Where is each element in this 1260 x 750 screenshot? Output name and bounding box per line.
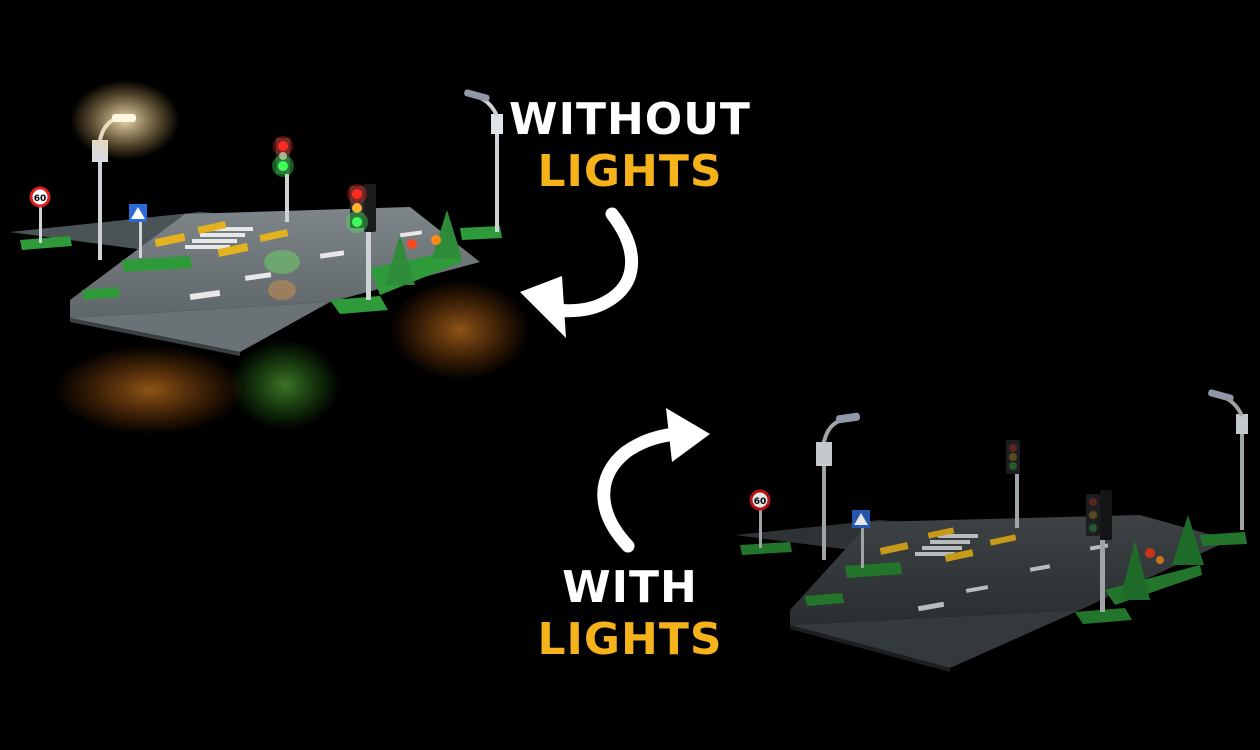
baseplate-road <box>70 207 480 318</box>
street-lamp-dim <box>816 412 861 560</box>
traffic-light-off-front <box>1086 490 1112 612</box>
reflection-green <box>230 340 340 430</box>
caption-with-lights: WITH LIGHTS <box>500 566 760 662</box>
curved-arrow-icon <box>597 408 710 553</box>
speed-limit-sign: 60 <box>29 186 51 243</box>
unlit-road-scene: 60 <box>735 389 1248 672</box>
caption-line-primary: WITHOUT <box>509 94 751 145</box>
tree <box>432 210 462 258</box>
street-lamp-bottom-right <box>1208 389 1248 530</box>
reflection-orange-right <box>390 280 530 380</box>
baseplate-front <box>70 302 330 352</box>
baseplate-front <box>790 610 1080 668</box>
lit-road-scene: 60 <box>10 80 530 435</box>
tree <box>1172 515 1204 565</box>
curved-arrow-icon <box>520 207 639 338</box>
caption-without-lights: WITHOUT LIGHTS <box>500 98 760 194</box>
pedestrian-crossing-sign <box>129 204 147 258</box>
traffic-light-off <box>1006 440 1020 528</box>
traffic-light-lit-front <box>346 184 376 300</box>
crosswalk <box>185 227 253 249</box>
reflection-orange <box>55 345 245 435</box>
baseplate-road <box>790 515 1230 625</box>
speed-limit-sign-icon: 60 <box>34 194 47 204</box>
traffic-light-lit <box>272 136 294 222</box>
speed-limit-sign-icon: 60 <box>754 497 767 507</box>
speed-limit-sign: 60 <box>749 489 771 548</box>
street-lamp-lit <box>70 80 180 260</box>
tree <box>385 235 415 285</box>
street-lamp-top-right <box>464 89 503 232</box>
tree <box>1120 540 1150 600</box>
caption-line-primary: WITH <box>562 562 698 613</box>
pedestrian-crossing-sign-icon <box>854 513 868 525</box>
caption-line-accent: LIGHTS <box>537 146 723 197</box>
crosswalk <box>915 534 978 556</box>
caption-line-accent: LIGHTS <box>537 614 723 665</box>
pedestrian-crossing-sign <box>852 510 870 568</box>
pedestrian-crossing-sign-icon <box>131 207 145 219</box>
